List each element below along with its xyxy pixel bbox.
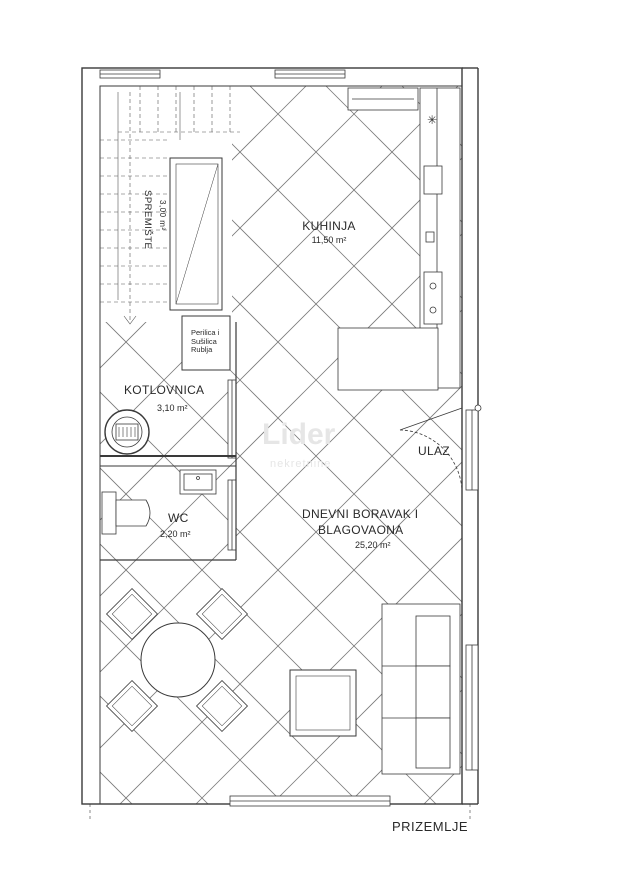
- wc-fixtures: [101, 469, 217, 535]
- svg-text:✳: ✳: [427, 113, 437, 127]
- appliance-label: Perilica i Sušilica Rublja: [191, 328, 220, 355]
- room-area-wc: 2,20 m²: [160, 529, 191, 539]
- room-name-wc: WC: [168, 511, 189, 525]
- interior-walls: [100, 157, 237, 561]
- entrance-door: [399, 404, 482, 491]
- room-name-dnevni-line1: DNEVNI BORAVAK I: [302, 507, 419, 521]
- watermark-logo: Lider: [262, 418, 336, 451]
- room-area-kuhinja: 11,50 m²: [311, 235, 347, 245]
- armchair: [289, 669, 357, 737]
- sofa: [381, 603, 461, 775]
- room-name-kuhinja: KUHINJA: [302, 219, 356, 233]
- room-name-kotlovnica: KOTLOVNICA: [124, 383, 205, 397]
- floor-title: PRIZEMLJE: [392, 819, 469, 834]
- room-name-spremiste: SPREMIŠTE: [142, 190, 153, 250]
- dining-set: [105, 587, 249, 733]
- room-name-ulaz: ULAZ: [418, 444, 450, 458]
- kitchen-counter: [337, 87, 461, 391]
- windows: [99, 69, 479, 807]
- room-area-spremiste: 3,00 m²: [158, 200, 167, 231]
- room-name-dnevni-line2: BLAGOVAONA: [318, 523, 404, 537]
- stairs: [100, 86, 240, 325]
- room-area-dnevni: 25,20 m²: [355, 540, 391, 550]
- room-area-kotlovnica: 3,10 m²: [157, 403, 188, 413]
- boiler: [104, 409, 150, 455]
- watermark-text: nekretnine: [270, 458, 332, 470]
- storage-area: [100, 86, 232, 322]
